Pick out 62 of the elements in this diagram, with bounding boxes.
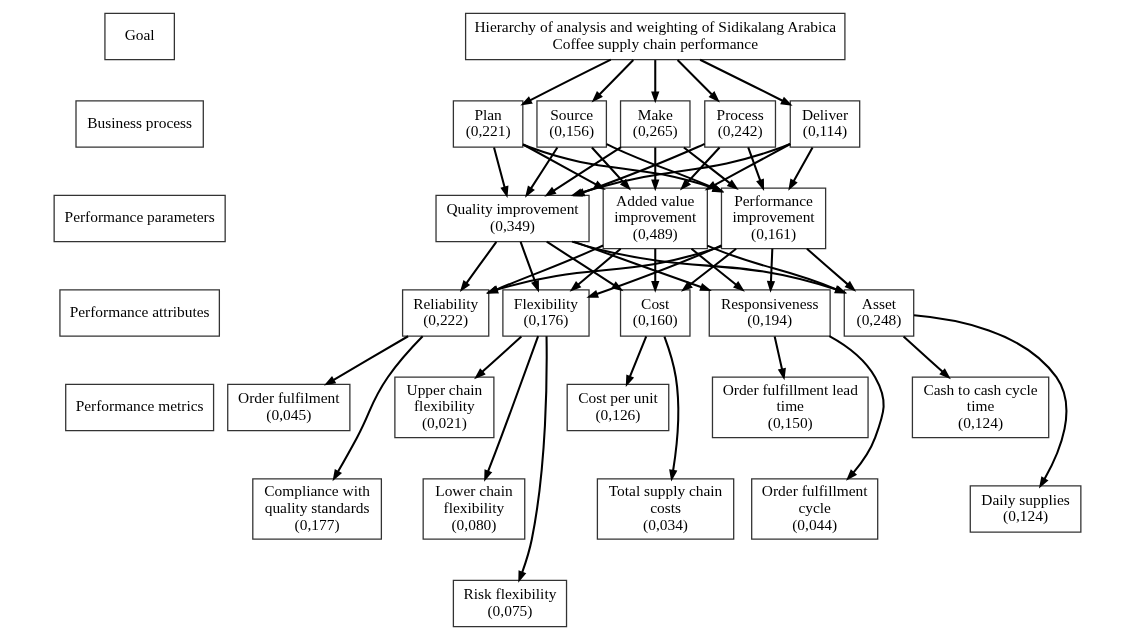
arrow bbox=[805, 248, 856, 292]
arrow bbox=[650, 60, 659, 104]
node-box: Order fulfilment (0,045) bbox=[226, 383, 351, 432]
node-box: Goal bbox=[103, 12, 175, 61]
arrow bbox=[323, 335, 409, 386]
node-box: Reliability (0,222) bbox=[401, 289, 489, 337]
node-box: Order fulfillment lead time (0,150) bbox=[711, 376, 869, 439]
arrow bbox=[483, 335, 539, 482]
node-box: Plan (0,221) bbox=[452, 100, 523, 148]
node-box: Cost (0,160) bbox=[619, 289, 691, 337]
node-box: Asset (0,248) bbox=[843, 289, 914, 337]
node-box: Cash to cash cycle time (0,124) bbox=[911, 376, 1049, 439]
node-box: Performance attributes bbox=[58, 289, 220, 337]
arrow bbox=[746, 147, 764, 192]
arrow bbox=[519, 241, 539, 293]
arrow bbox=[676, 59, 720, 103]
arrow bbox=[679, 146, 720, 191]
arrow bbox=[625, 336, 647, 387]
arrow bbox=[690, 248, 745, 292]
node-box: Performance parameters bbox=[53, 194, 226, 243]
node-box: Quality improvement (0,349) bbox=[434, 194, 590, 243]
node-box: Compliance with quality standards (0,177) bbox=[251, 478, 382, 540]
node-box: Business process bbox=[74, 100, 204, 148]
node-box: Cost per unit (0,126) bbox=[566, 383, 669, 432]
arrow bbox=[787, 146, 813, 191]
node-box: Performance metrics bbox=[64, 383, 214, 432]
arrow bbox=[459, 241, 497, 293]
node-box: Deliver (0,114) bbox=[789, 100, 860, 148]
arrow bbox=[473, 335, 522, 380]
arrow bbox=[828, 335, 885, 481]
node-box: Hierarchy of analysis and weighting of Sidikalang Arabica Coffee supply chain performance bbox=[464, 12, 846, 61]
arrow bbox=[492, 147, 508, 199]
node-box: Make (0,265) bbox=[619, 100, 691, 148]
node-box: Total supply chain costs (0,034) bbox=[596, 478, 734, 540]
arrow bbox=[902, 335, 951, 380]
arrow bbox=[766, 248, 775, 293]
node-box: Source (0,156) bbox=[535, 100, 607, 148]
node-box: Performance improvement (0,161) bbox=[720, 187, 826, 250]
arrow bbox=[650, 248, 659, 293]
node-box: Responsiveness (0,194) bbox=[708, 289, 831, 337]
arrow bbox=[663, 336, 679, 482]
arrow bbox=[773, 336, 786, 381]
arrow bbox=[591, 59, 634, 103]
arrow bbox=[332, 335, 423, 482]
arrow bbox=[913, 314, 1067, 489]
arrow bbox=[524, 146, 558, 198]
node-box: Added value improvement (0,489) bbox=[602, 187, 708, 250]
arrow bbox=[517, 336, 548, 583]
arrow bbox=[585, 244, 722, 298]
arrow bbox=[650, 147, 659, 192]
arrow bbox=[680, 247, 737, 292]
node-box: Upper chain flexibility (0,021) bbox=[393, 376, 495, 439]
node-box: Process (0,242) bbox=[703, 100, 776, 148]
arrow bbox=[706, 244, 847, 294]
arrow bbox=[485, 244, 604, 294]
arrow bbox=[699, 58, 793, 106]
node-box: Risk flexibility (0,075) bbox=[452, 579, 567, 628]
node-box: Daily supplies (0,124) bbox=[969, 485, 1081, 533]
node-box: Lower chain flexibility (0,080) bbox=[422, 478, 525, 540]
arrow bbox=[519, 58, 611, 106]
node-box: Flexibility (0,176) bbox=[501, 289, 590, 337]
node-box: Order fulfillment cycle (0,044) bbox=[750, 478, 878, 540]
